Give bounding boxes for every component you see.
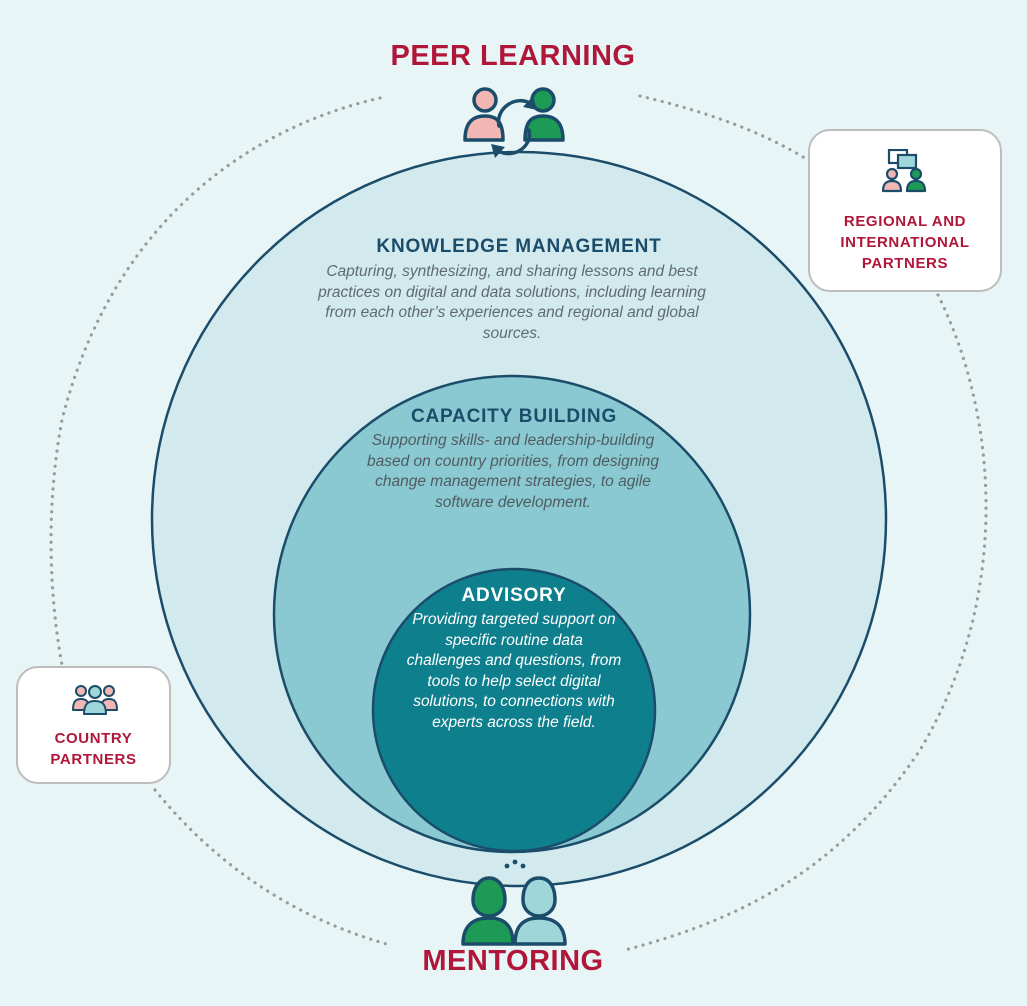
- mentoring-icon: [461, 859, 567, 946]
- regional-partners-icon: [882, 149, 927, 193]
- regional-partners-label-line1: REGIONAL AND: [843, 213, 967, 230]
- dotted-arc-top-right: [638, 94, 810, 162]
- dotted-arc-right: [623, 293, 988, 952]
- regional-partners-label-line2: INTERNATIONAL: [840, 234, 970, 251]
- dotted-arc-top-left: [49, 96, 382, 667]
- country-partners-card: COUNTRY PARTNERS: [16, 666, 171, 784]
- advisory-title: ADVISORY: [461, 585, 567, 606]
- knowledge-management-description: Capturing, synthesizing, and sharing les…: [318, 263, 706, 342]
- mentoring-heading: MENTORING: [422, 945, 604, 977]
- country-partners-label-line1: COUNTRY: [54, 730, 133, 747]
- peer-learning-icon: [463, 87, 565, 158]
- regional-partners-card: REGIONAL AND INTERNATIONAL PARTNERS: [808, 129, 1002, 292]
- inner-circle-advisory: [371, 567, 657, 853]
- country-partners-icon: [72, 685, 118, 715]
- country-partners-label-line2: PARTNERS: [50, 751, 137, 768]
- peer-learning-heading: PEER LEARNING: [390, 40, 636, 72]
- regional-partners-label-line3: PARTNERS: [861, 255, 949, 272]
- capacity-building-description: Supporting skills- and leadership-buildi…: [366, 432, 660, 511]
- advisory-description: Providing targeted support on specific r…: [406, 611, 622, 731]
- capacity-building-title: CAPACITY BUILDING: [410, 406, 618, 427]
- dotted-arc-bottom-left: [153, 788, 392, 947]
- knowledge-management-title: KNOWLEDGE MANAGEMENT: [376, 236, 662, 257]
